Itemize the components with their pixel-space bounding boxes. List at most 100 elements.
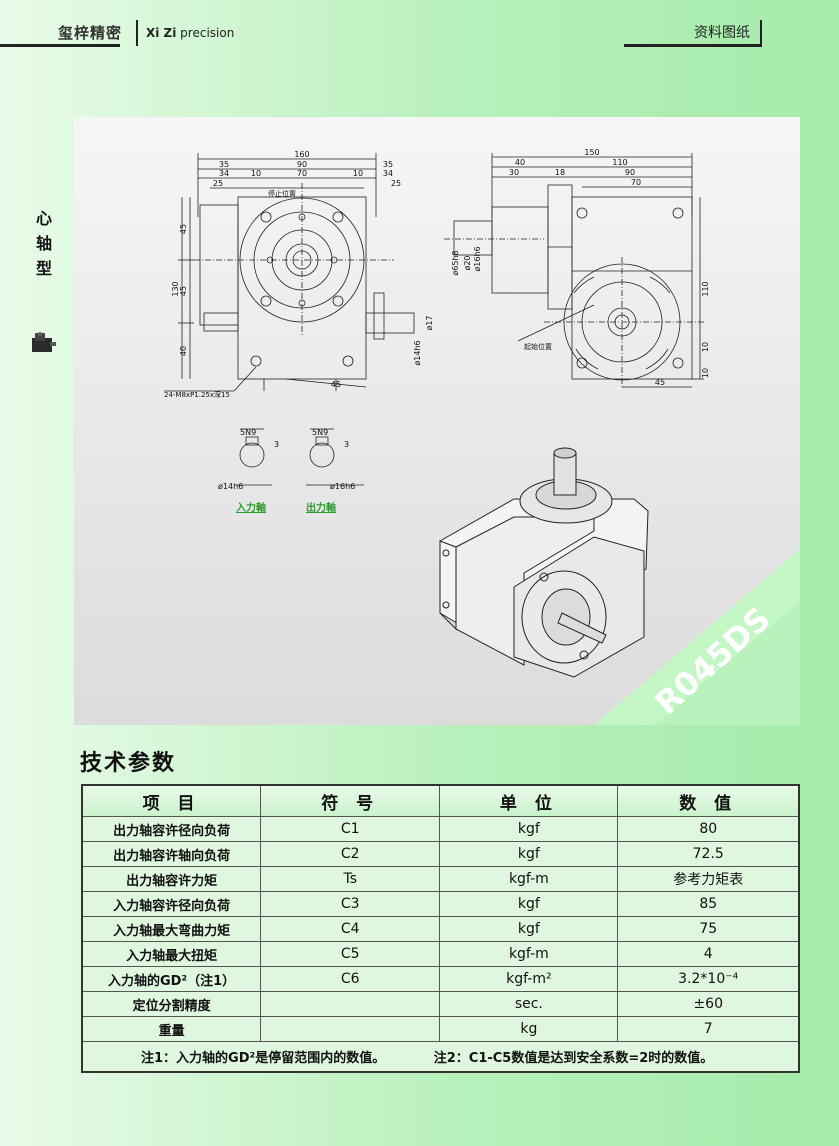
dim-text: 30 [509,168,519,177]
value-cell: 80 [617,816,800,842]
dim-text: 45 [179,224,188,234]
symbol-cell: C1 [260,816,441,842]
value-cell: 7 [617,1016,800,1042]
note-2: 注2：C1-C5数值是达到安全系数=2时的数值。 [433,1051,714,1066]
input-shaft-label: 入力軸 [236,501,266,514]
thread-spec-label: 24-M8xP1.25x深15 [164,390,230,399]
dim-text: 45 [179,286,188,296]
table-row: 入力轴最大弯曲力矩 C4 kgf 75 [81,916,800,942]
dim-text: 25 [213,179,223,188]
dim-text: 110 [612,158,627,167]
category-char: 心 [36,209,53,228]
value-cell: 参考力矩表 [617,866,800,892]
column-header: 项 目 [81,784,262,817]
symbol-cell: C4 [260,916,441,942]
table-row: 重量 kg 7 [81,1016,800,1042]
dim-text: 160 [294,150,309,159]
dim-text: 45 [655,378,665,387]
technical-drawing: 160 35 90 35 34 10 70 10 34 25 25 45 130… [164,148,800,725]
shaft-dia-text: ø16h6 [330,482,355,491]
dim-text: 10 [353,169,363,178]
symbol-cell: C2 [260,841,441,867]
dim-text: 35 [383,160,393,169]
unit-cell: kgf-m² [439,966,619,992]
isometric-view [439,447,649,678]
dim-text: 34 [219,169,229,178]
symbol-cell [260,1016,441,1042]
dim-text: ø16h6 [473,246,482,271]
technical-drawing-panel: 160 35 90 35 34 10 70 10 34 25 25 45 130… [74,117,800,725]
stop-position-label: 停止位置 [268,189,296,198]
document-title: 资料图纸 [694,25,750,41]
item-cell: 入力轴容许径向负荷 [81,891,262,917]
symbol-cell: C6 [260,966,441,992]
dim-text: 130 [171,281,180,296]
value-cell: 3.2*10⁻⁴ [617,966,800,992]
item-cell: 入力轴的GD²（注1） [81,966,262,992]
table-row: 定位分割精度 sec. ±60 [81,991,800,1017]
unit-cell: kgf-m [439,866,619,892]
dim-text: 25 [391,179,401,188]
note-1: 注1：入力轴的GD²是停留范围内的数值。 [141,1051,386,1066]
dim-text: 10 [251,169,261,178]
unit-cell: kgf [439,816,619,842]
dim-text: ø65h8 [451,250,460,275]
key-width-text: 5N9 [240,428,256,437]
dim-text: ø20 [463,255,472,270]
notes-row: 注1：入力轴的GD²是停留范围内的数值。 注2：C1-C5数值是达到安全系数=2… [81,1041,800,1073]
dim-text: ø17 [425,315,434,330]
front-view: 160 35 90 35 34 10 70 10 34 25 25 45 130… [164,150,434,399]
dim-text: 10 [701,342,710,352]
input-shaft-detail: 5N9 3 ø14h6 入力軸 [218,428,279,514]
dim-text: 70 [631,178,641,187]
category-char: 型 [36,259,53,278]
spec-table: 项 目 符 号 单 位 数 值 出力轴容许径向负荷 C1 kgf 80 出力轴容… [81,784,800,1073]
notes-cell: 注1：入力轴的GD²是停留范围内的数值。 注2：C1-C5数值是达到安全系数=2… [81,1041,800,1073]
section-title: 技术参数 [80,751,177,776]
item-cell: 出力轴容许径向负荷 [81,816,262,842]
table-row: 入力轴容许径向负荷 C3 kgf 85 [81,891,800,917]
output-shaft-label: 出力軸 [306,501,336,514]
unit-cell: kg [439,1016,619,1042]
value-cell: 85 [617,891,800,917]
item-cell: 出力轴容许轴向负荷 [81,841,262,867]
brand-name: Xi Zi precision [146,26,235,40]
dim-text: 150 [584,148,599,157]
start-position-label: 起始位置 [524,342,552,351]
unit-cell: kgf-m [439,941,619,967]
dim-text: 35 [219,160,229,169]
shaft-dia-text: ø14h6 [218,482,243,491]
dim-text: 110 [701,281,710,296]
unit-cell: kgf [439,916,619,942]
category-char: 轴 [36,234,53,253]
value-cell: 72.5 [617,841,800,867]
item-cell: 重量 [81,1016,262,1042]
table-row: 入力轴最大扭矩 C5 kgf-m 4 [81,941,800,967]
dim-text: 90 [297,160,307,169]
table-row: 入力轴的GD²（注1） C6 kgf-m² 3.2*10⁻⁴ [81,966,800,992]
column-header: 符 号 [260,784,441,817]
side-view: 150 40 110 30 18 90 70 ø65h8 ø20 ø16h6 1… [444,148,710,388]
page-header: 玺梓精密 Xi Zi precision 资料图纸 [0,0,839,60]
item-cell: 入力轴最大弯曲力矩 [81,916,262,942]
header-divider [136,20,138,46]
unit-cell: sec. [439,991,619,1017]
symbol-cell: Ts [260,866,441,892]
unit-cell: kgf [439,841,619,867]
dim-text: 90 [625,168,635,177]
header-rule-left [0,44,120,47]
symbol-cell: C5 [260,941,441,967]
header-rule-right [624,44,762,47]
indexer-thumbnail-icon [32,332,56,352]
column-header: 数 值 [617,784,800,817]
table-header-row: 项 目 符 号 单 位 数 值 [81,784,800,817]
dim-text: ø14h6 [413,340,422,365]
column-header: 单 位 [439,784,619,817]
value-cell: 75 [617,916,800,942]
dim-text: 45 [331,380,341,389]
symbol-cell: C3 [260,891,441,917]
dim-text: 34 [383,169,393,178]
value-cell: ±60 [617,991,800,1017]
table-row: 出力轴容许轴向负荷 C2 kgf 72.5 [81,841,800,867]
table-row: 出力轴容许力矩 Ts kgf-m 参考力矩表 [81,866,800,892]
